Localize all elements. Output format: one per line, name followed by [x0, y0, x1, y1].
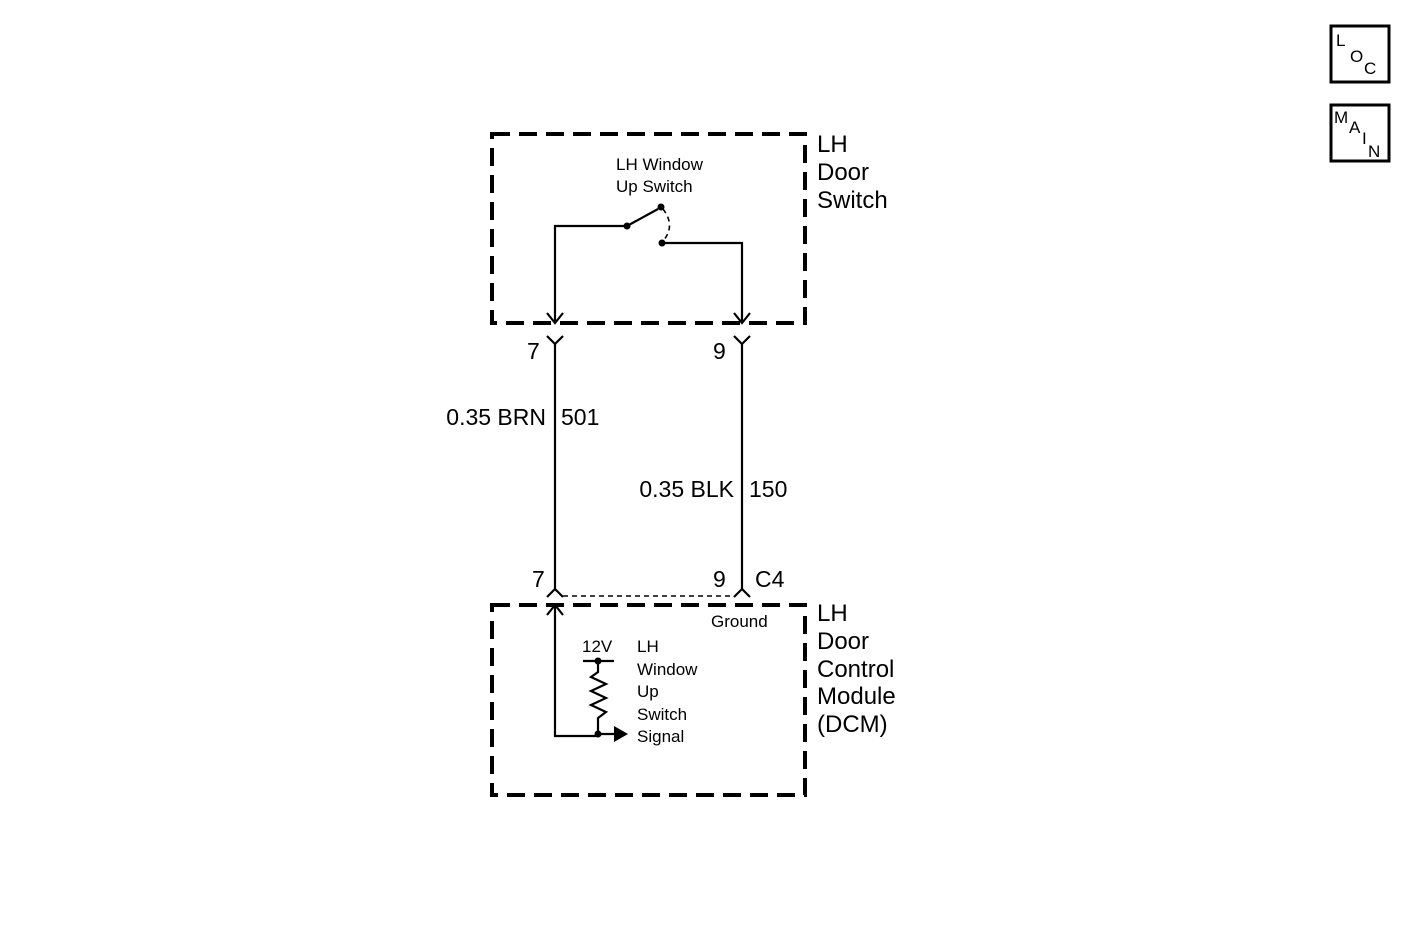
bottom-right-connector-icon [733, 587, 751, 598]
signal-label-line1: LH [637, 637, 659, 656]
right-wire-gauge-color: 0.35 BLK [639, 476, 734, 502]
main-button-letter-4: N [1368, 142, 1380, 161]
top-right-pin-label: 9 [713, 338, 726, 364]
left-wire-gauge-color: 0.35 BRN [446, 404, 546, 430]
voltage-label: 12V [582, 637, 613, 656]
signal-label-line5: Signal [637, 727, 684, 746]
dcm-name-line3: Control [817, 656, 894, 683]
dcm-input-wire [553, 605, 598, 738]
dcm-frame [490, 603, 807, 797]
bottom-left-pin-label: 7 [532, 566, 545, 592]
door-switch-name-line2: Door [817, 159, 869, 186]
loc-button-letter-1: L [1336, 31, 1345, 50]
main-button[interactable]: M A I N [1329, 103, 1391, 163]
left-terminal-arrow-icon [546, 312, 564, 325]
ground-label: Ground [711, 612, 768, 631]
door-switch-name-line1: LH [817, 131, 848, 158]
door-switch-frame [490, 132, 807, 325]
top-left-connector-icon [546, 335, 564, 346]
loc-button-letter-2: O [1350, 47, 1363, 66]
switch-label-line2: Up Switch [616, 177, 693, 196]
bottom-left-connector-icon [546, 587, 564, 598]
window-up-switch-symbol [553, 203, 744, 321]
switch-label-line1: LH Window [616, 155, 704, 174]
bottom-right-pin-label: 9 [713, 566, 726, 592]
right-terminal-arrow-icon [733, 312, 751, 325]
main-button-letter-3: I [1362, 129, 1367, 148]
main-button-letter-2: A [1349, 118, 1361, 137]
loc-button[interactable]: L O C [1329, 24, 1391, 84]
bottom-connector-label: C4 [755, 566, 785, 592]
dcm-name-line1: LH [817, 600, 848, 627]
dcm-name-line4: Module [817, 683, 896, 710]
dcm-input-arrow-icon [546, 603, 564, 616]
left-wire-circuit: 501 [561, 404, 599, 430]
dcm-name-line2: Door [817, 628, 869, 655]
door-switch-name-line3: Switch [817, 187, 888, 214]
pull-up-resistor-icon [588, 661, 609, 734]
loc-button-letter-3: C [1364, 59, 1376, 78]
signal-label-line2: Window [637, 660, 698, 679]
signal-label-line3: Up [637, 682, 659, 701]
main-button-letter-1: M [1334, 108, 1348, 127]
top-right-connector-icon [733, 335, 751, 346]
dcm-name-line5: (DCM) [817, 711, 888, 738]
signal-label-line4: Switch [637, 705, 687, 724]
right-wire-circuit: 150 [749, 476, 787, 502]
top-left-pin-label: 7 [527, 338, 540, 364]
signal-input-arrow-icon [614, 726, 628, 742]
